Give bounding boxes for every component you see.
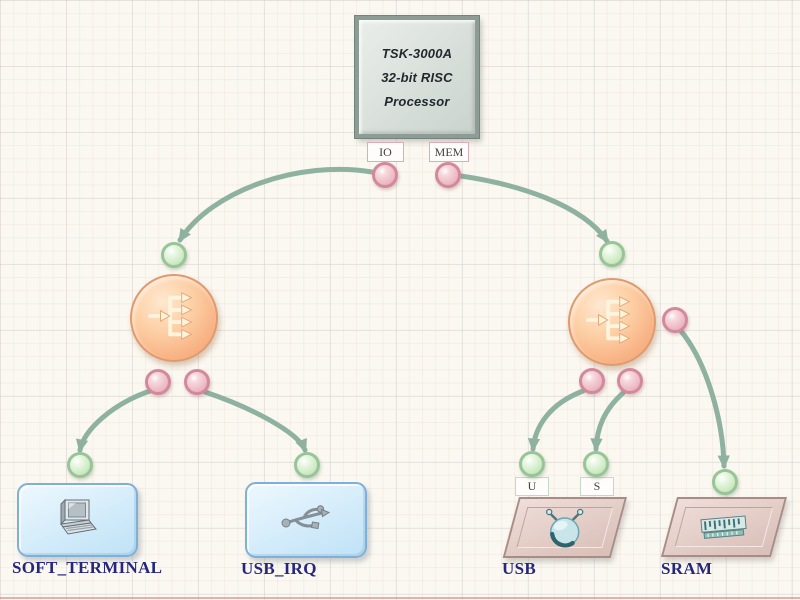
- left-interconnect-out-port-1[interactable]: [145, 369, 171, 395]
- interconnect-right[interactable]: [568, 278, 656, 366]
- io-port[interactable]: [372, 162, 398, 188]
- memory-chip-icon: [699, 514, 749, 541]
- usb-s-port[interactable]: [583, 451, 609, 477]
- usb-irq-in-port[interactable]: [294, 452, 320, 478]
- right-interconnect-out-port-3[interactable]: [662, 307, 688, 333]
- usb-connector-icon: [278, 502, 334, 539]
- usb-label[interactable]: USB: [502, 559, 536, 578]
- computer-terminal-icon: [56, 496, 100, 545]
- wire-left-interconnect-to-soft-terminal[interactable]: [76, 388, 153, 453]
- wire-right-interconnect-to-usb-u[interactable]: [527, 388, 586, 452]
- fanout-arrows-icon: [147, 289, 201, 348]
- wire-left-interconnect-to-usb-irq[interactable]: [202, 389, 308, 453]
- right-interconnect-out-port-1[interactable]: [579, 368, 605, 394]
- wire-right-interconnect-to-usb-s[interactable]: [590, 390, 626, 452]
- processor-kind: Processor: [384, 93, 450, 109]
- sram-in-port[interactable]: [712, 469, 738, 495]
- mem-port-label: MEM: [429, 142, 469, 162]
- wire-mem-to-right-interconnect[interactable]: [458, 173, 610, 244]
- sram-block[interactable]: [660, 497, 787, 557]
- mem-port[interactable]: [435, 162, 461, 188]
- usb-s-port-label: S: [580, 477, 614, 496]
- usb-u-port[interactable]: [519, 451, 545, 477]
- usb-irq-block[interactable]: [245, 482, 367, 558]
- processor-arch: 32-bit RISC: [381, 69, 453, 85]
- fanout-arrows-icon: [585, 293, 639, 352]
- left-interconnect-in-port[interactable]: [161, 242, 187, 268]
- io-port-label: IO: [367, 142, 404, 162]
- wire-right-interconnect-to-sram[interactable]: [678, 328, 730, 469]
- soft-terminal-label[interactable]: SOFT_TERMINAL: [12, 558, 163, 577]
- left-interconnect-out-port-2[interactable]: [184, 369, 210, 395]
- sram-label[interactable]: SRAM: [661, 559, 713, 578]
- usb-irq-label[interactable]: USB_IRQ: [241, 559, 317, 578]
- usb-block[interactable]: [502, 497, 627, 558]
- soft-terminal-block[interactable]: [17, 483, 138, 557]
- right-interconnect-out-port-2[interactable]: [617, 368, 643, 394]
- usb-device-icon: [542, 506, 588, 550]
- soft-terminal-in-port[interactable]: [67, 452, 93, 478]
- wire-io-to-left-interconnect[interactable]: [177, 166, 375, 243]
- usb-u-port-label: U: [515, 477, 549, 496]
- processor-block[interactable]: TSK-3000A 32-bit RISC Processor: [355, 16, 479, 138]
- processor-model: TSK-3000A: [381, 45, 453, 61]
- sheet-edge-line: [0, 597, 800, 599]
- interconnect-left[interactable]: [130, 274, 218, 362]
- right-interconnect-in-port[interactable]: [599, 241, 625, 267]
